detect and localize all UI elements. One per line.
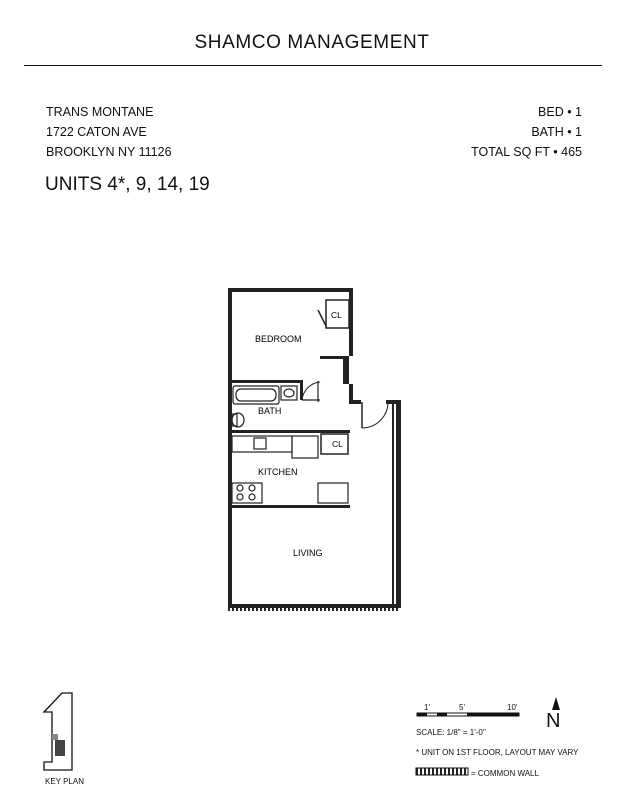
street-address: 1722 CATON AVE bbox=[46, 125, 147, 139]
common-wall-label: = COMMON WALL bbox=[471, 769, 539, 778]
units-heading: UNITS 4*, 9, 14, 19 bbox=[45, 174, 210, 195]
exterior-walls bbox=[228, 288, 401, 608]
room-label-bath: BATH bbox=[258, 406, 281, 416]
total-sqft: TOTAL SQ FT • 465 bbox=[471, 145, 582, 159]
key-plan-icon bbox=[42, 692, 73, 771]
scale-text: SCALE: 1/8" = 1'-0" bbox=[416, 728, 486, 737]
closet-label: CL bbox=[331, 310, 342, 320]
scale-tick: 1' bbox=[424, 703, 430, 712]
footnote: * UNIT ON 1ST FLOOR, LAYOUT MAY VARY bbox=[416, 748, 579, 757]
entry-door bbox=[361, 401, 389, 429]
key-plan-label: KEY PLAN bbox=[45, 777, 84, 786]
north-label: N bbox=[546, 710, 561, 732]
room-label-bedroom: BEDROOM bbox=[255, 334, 302, 344]
common-wall-swatch bbox=[415, 767, 469, 776]
room-label-living: LIVING bbox=[293, 548, 323, 558]
kitchen-fixtures bbox=[231, 435, 349, 504]
city-line: BROOKLYN NY 11126 bbox=[46, 145, 172, 159]
bed-count: BED • 1 bbox=[538, 105, 582, 119]
bath-door bbox=[301, 381, 321, 402]
title-divider bbox=[24, 65, 602, 66]
company-title: SHAMCO MANAGEMENT bbox=[194, 32, 430, 53]
north-arrow-icon bbox=[552, 697, 560, 710]
interior-walls bbox=[228, 356, 350, 508]
common-wall-south bbox=[228, 608, 398, 611]
scale-tick: 10' bbox=[507, 703, 518, 712]
bath-fixtures bbox=[231, 385, 298, 428]
closet-label: CL bbox=[332, 439, 343, 449]
scale-bar bbox=[416, 712, 520, 717]
bath-count: BATH • 1 bbox=[531, 125, 582, 139]
room-label-kitchen: KITCHEN bbox=[258, 467, 298, 477]
kitchen-closet: CL bbox=[320, 433, 349, 455]
common-wall-east bbox=[392, 404, 396, 604]
building-name: TRANS MONTANE bbox=[46, 105, 154, 119]
scale-tick: 5' bbox=[459, 703, 465, 712]
bedroom-closet: CL bbox=[317, 299, 350, 329]
